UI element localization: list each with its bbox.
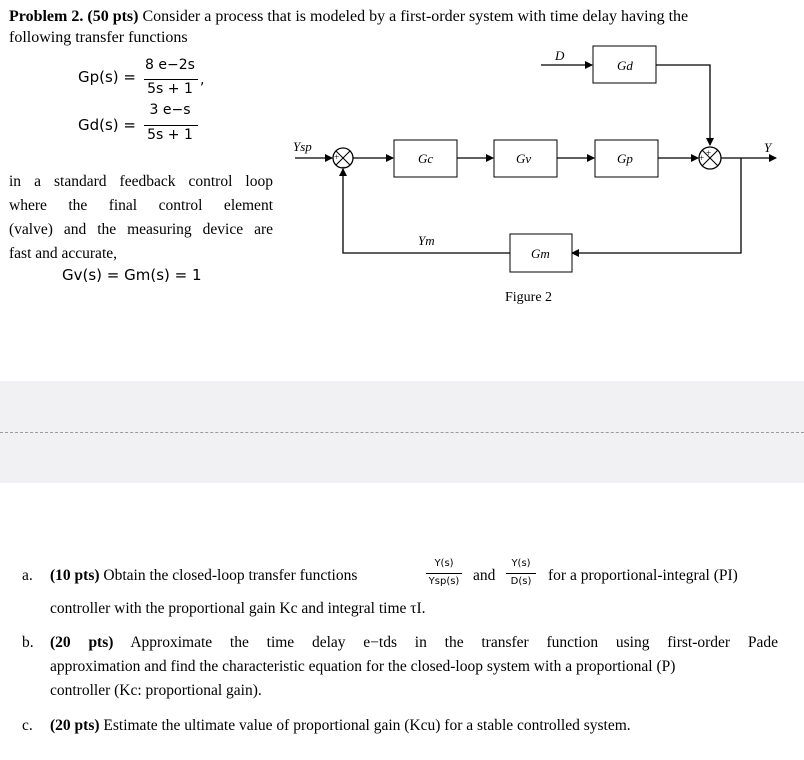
question-c-line1: (20 pts) Estimate the ultimate value of … — [50, 715, 631, 737]
gp-comma: , — [200, 72, 205, 88]
sum2-plus-left: + — [699, 153, 704, 163]
frac1-numerator: Y(s) — [434, 558, 454, 569]
gp-block-label: Gp — [617, 151, 633, 166]
frac1-bar — [426, 573, 462, 574]
sum2-cross-b — [701, 149, 719, 167]
question-a-text1: Obtain the closed-loop transfer function… — [103, 567, 358, 584]
problem-heading: Problem 2. (50 pts) — [9, 8, 139, 25]
description-line3: (valve) and the measuring device are — [9, 221, 273, 238]
question-c-marker: c. — [22, 717, 33, 734]
gp-numerator: 8 e−2s — [145, 57, 195, 73]
question-a-and: and — [473, 567, 496, 584]
gv-block — [493, 139, 558, 178]
frac2-bar — [506, 573, 536, 574]
question-b-line1: (20 pts) Approximate the time delay e−td… — [50, 632, 778, 654]
gc-block — [393, 139, 458, 178]
frac1-denominator: Ysp(s) — [428, 576, 460, 587]
gd-numerator: 3 e−s — [149, 102, 191, 118]
question-a-marker: a. — [22, 567, 33, 584]
sum1-minus-sign: − — [341, 162, 346, 172]
problem-statement: Problem 2. (50 pts) Consider a process t… — [9, 6, 789, 48]
sum1-cross-b — [335, 150, 351, 166]
question-a-line1: (10 pts) Obtain the closed-loop transfer… — [50, 565, 357, 587]
gd-lhs: Gd(s) = — [78, 116, 137, 134]
ym-label: Ym — [418, 233, 435, 248]
description-line2: where the final control element — [9, 197, 273, 214]
y-label: Y — [764, 140, 773, 155]
question-b-text2: approximation and find the characteristi… — [50, 658, 676, 675]
sum2-plus-top: + — [706, 148, 711, 158]
question-c-text1: Estimate the ultimate value of proportio… — [103, 717, 631, 734]
question-a-text3: controller with the proportional gain Kc… — [50, 600, 426, 617]
page-break-dashed-line — [0, 432, 804, 433]
gp-fraction-bar — [144, 79, 198, 80]
gm-block-label: Gm — [531, 246, 550, 261]
gp-lhs: Gp(s) = — [78, 68, 137, 86]
question-a-points: (10 pts) — [50, 567, 100, 584]
d-label: D — [554, 48, 565, 63]
sum1-plus-sign: + — [334, 152, 339, 162]
question-b-text3: controller (Kc: proportional gain). — [50, 682, 262, 699]
question-b-text1: Approximate the time delay e−tds in the … — [130, 634, 778, 651]
gm-block — [509, 233, 573, 273]
frac2-denominator: D(s) — [510, 576, 532, 587]
problem-intro-line2: following transfer functions — [9, 29, 188, 46]
question-c-points: (20 pts) — [50, 717, 100, 734]
gd-block-label: Gd — [617, 58, 633, 73]
measured-signal-line — [339, 168, 510, 254]
gv-block-label: Gv — [516, 151, 531, 166]
gp-denominator: 5s + 1 — [147, 81, 193, 97]
ysp-label: Ysp — [293, 139, 312, 154]
question-b-points: (20 pts) — [50, 634, 114, 651]
disturbance-output-line — [656, 64, 714, 146]
gd-fraction-bar — [144, 125, 198, 126]
description-line1: in a standard feedback control loop — [9, 173, 273, 190]
question-b-marker: b. — [22, 634, 34, 651]
gc-block-label: Gc — [418, 151, 433, 166]
problem-intro-line1: Consider a process that is modeled by a … — [142, 8, 689, 25]
description-text: in a standard feedback control loop wher… — [9, 170, 273, 266]
frac2-numerator: Y(s) — [511, 558, 531, 569]
gd-denominator: 5s + 1 — [147, 127, 193, 143]
feedback-line-to-gm — [571, 158, 742, 257]
figure-caption: Figure 2 — [505, 290, 552, 305]
description-line4: fast and accurate, — [9, 245, 118, 262]
question-a-text2: for a proportional-integral (PI) — [548, 567, 738, 584]
gv-gm-equation: Gv(s) = Gm(s) = 1 — [62, 266, 202, 284]
block-diagram: Ysp + − Gc Gv Gp + + Y D Gd Gm Ym Figure… — [293, 45, 777, 305]
